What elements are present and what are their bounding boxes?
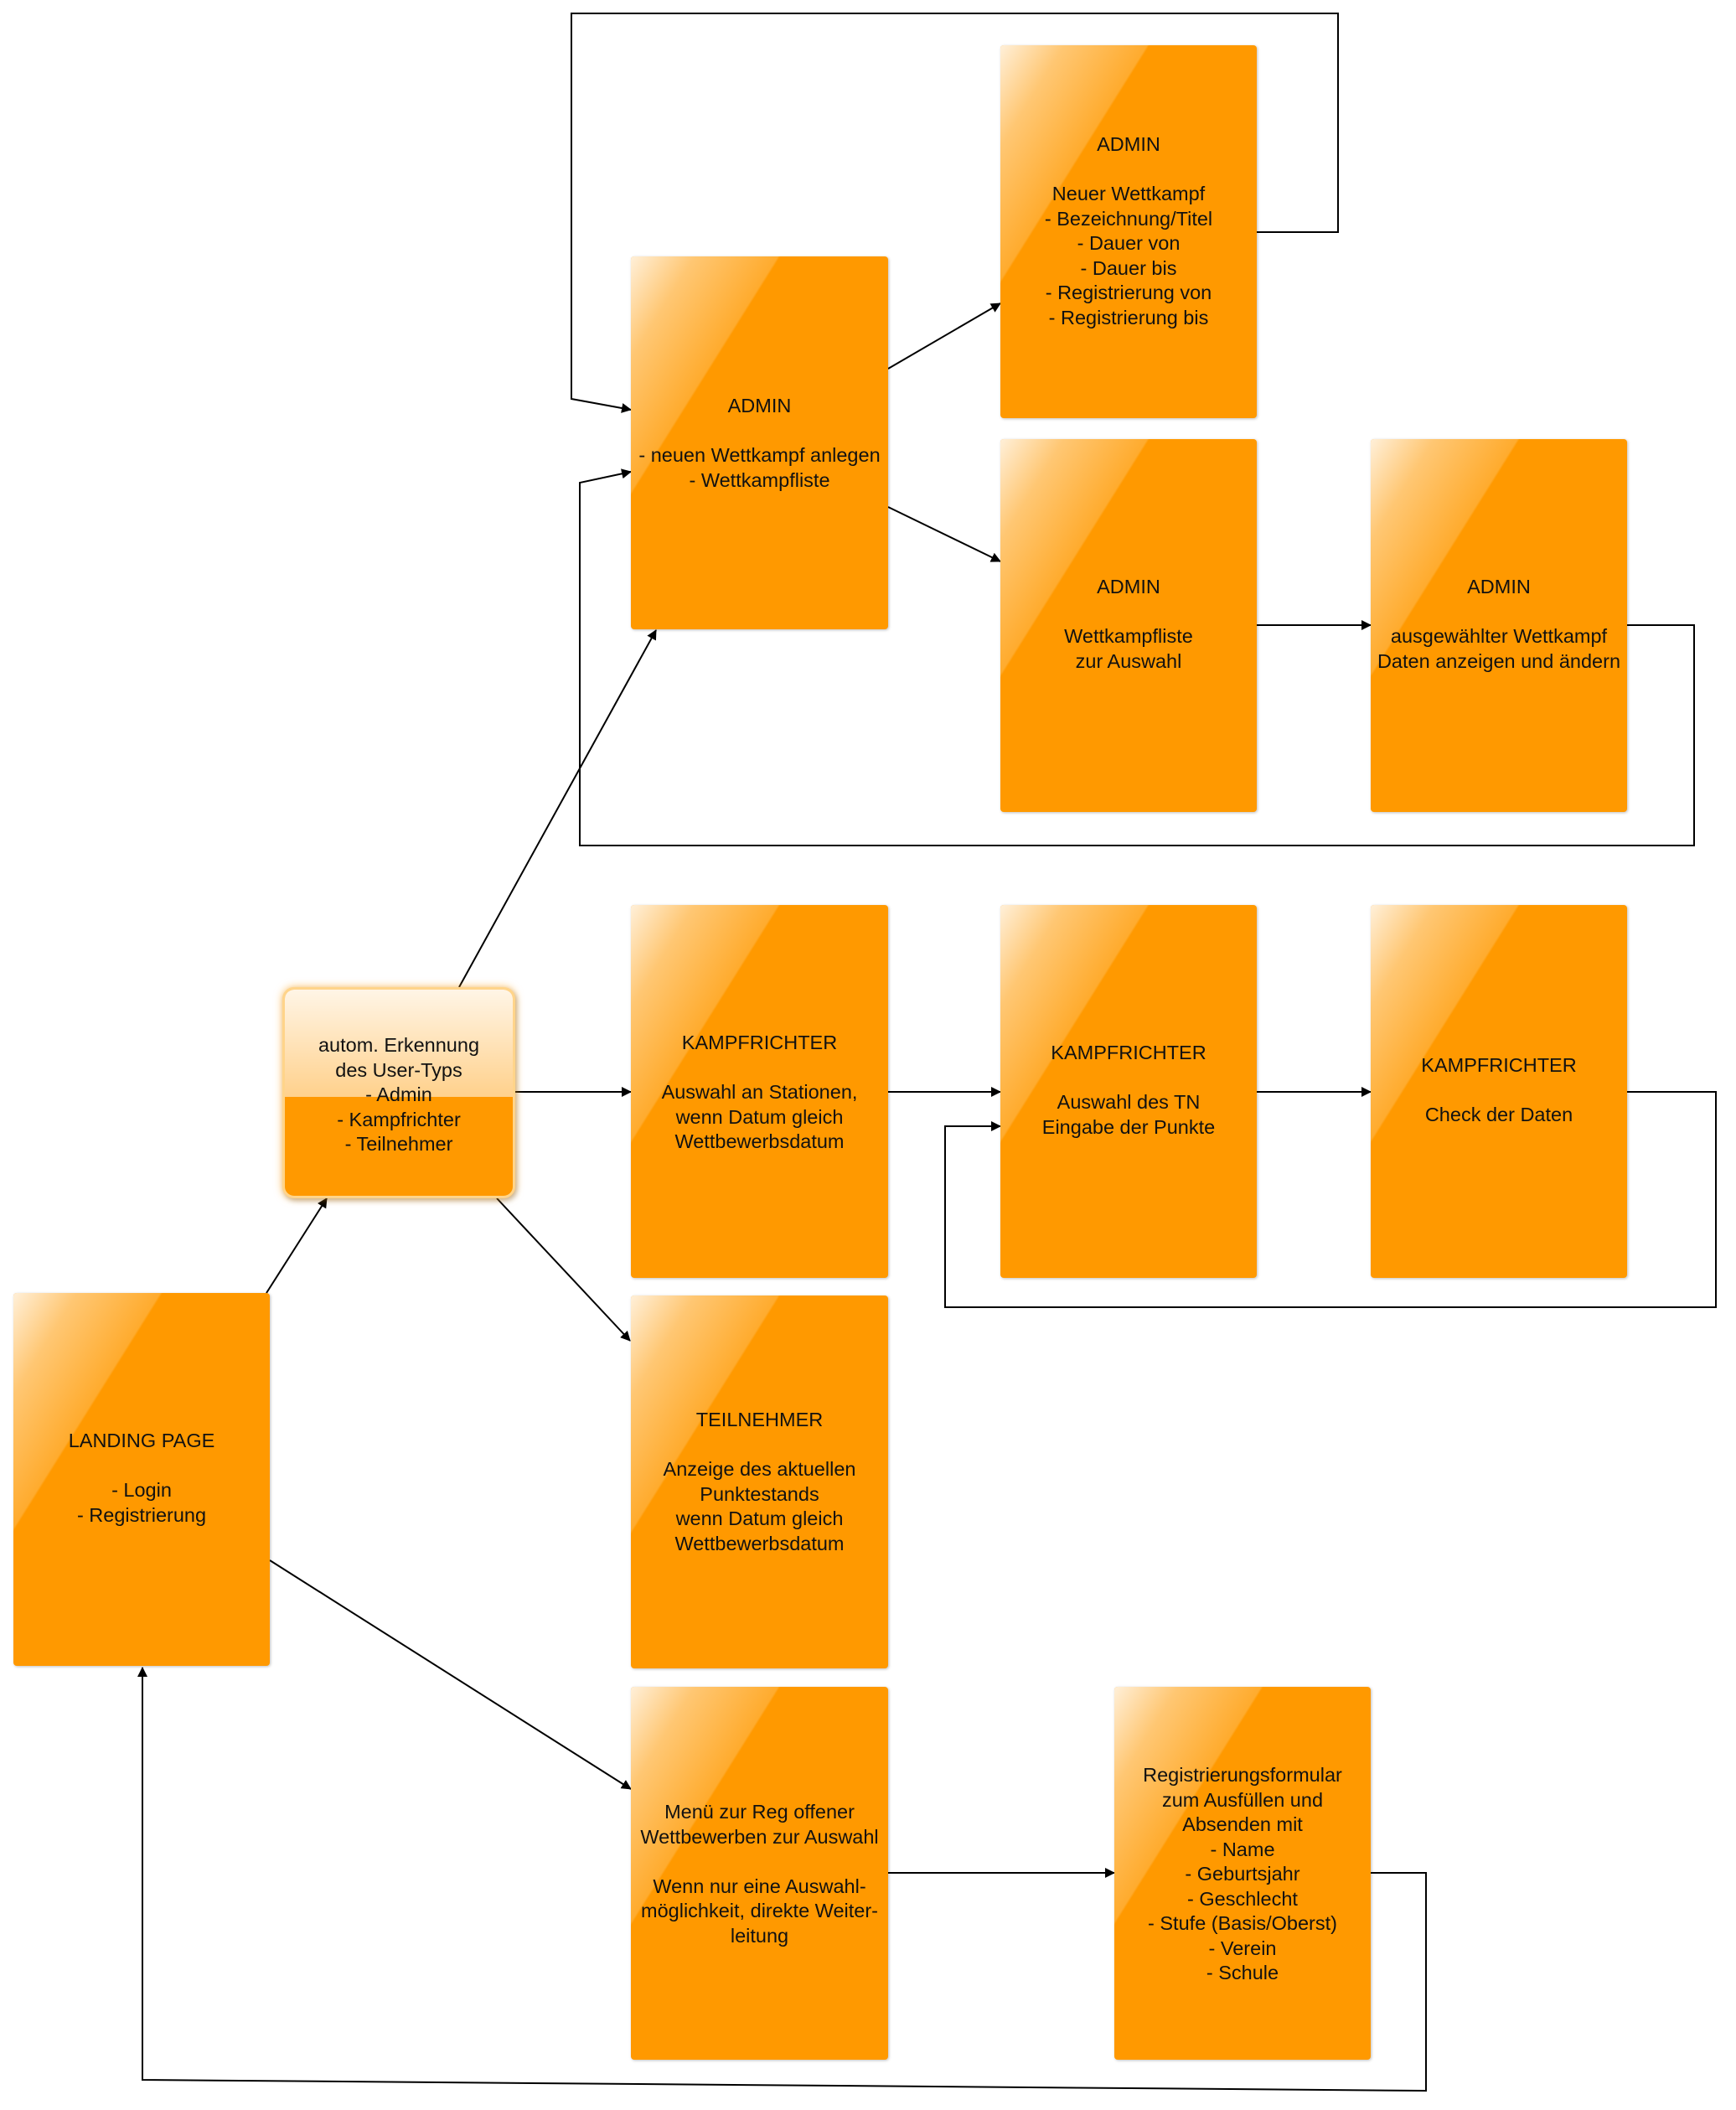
- arrow-detect-to-teilnehmer: [496, 1197, 631, 1342]
- admin-main-node: ADMIN - neuen Wettkampf anlegen - Wettka…: [631, 256, 888, 629]
- arrow-detect-to-admin: [458, 629, 657, 988]
- arrow-check-loop-to-tn: [944, 1091, 1717, 1308]
- teilnehmer-node: TEILNEHMER Anzeige des aktuellen Punktes…: [631, 1295, 888, 1668]
- admin-competition-detail-node: ADMIN ausgewählter Wettkampf Daten anzei…: [1371, 439, 1627, 812]
- landing-page-node: LANDING PAGE - Login - Registrierung: [13, 1293, 270, 1666]
- kampfrichter-station-text: KAMPFRICHTER Auswahl an Stationen, wenn …: [661, 1032, 858, 1152]
- arrow-landing-to-detect: [266, 1197, 328, 1294]
- arrow-new-loop-to-admin: [571, 13, 1339, 413]
- registration-menu-text: Menü zur Reg offener Wettbewerben zur Au…: [640, 1801, 879, 1947]
- admin-competition-detail-text: ADMIN ausgewählter Wettkampf Daten anzei…: [1377, 576, 1621, 672]
- kampfrichter-station-node: KAMPFRICHTER Auswahl an Stationen, wenn …: [631, 905, 888, 1278]
- registration-form-text: Registrierungsformular zum Ausfüllen und…: [1143, 1764, 1342, 1983]
- landing-page-text: LANDING PAGE - Login - Registrierung: [68, 1430, 215, 1526]
- user-type-detection-text: autom. Erkennung des User-Typs - Admin -…: [318, 1034, 480, 1155]
- admin-new-competition-node: ADMIN Neuer Wettkampf - Bezeichnung/Tite…: [1000, 45, 1257, 418]
- arrow-detail-loop-to-admin: [579, 468, 1695, 846]
- arrow-admin-to-list: [887, 506, 1001, 562]
- arrow-form-loop-to-landing: [137, 1667, 1427, 2092]
- kampfrichter-check-node: KAMPFRICHTER Check der Daten: [1371, 905, 1627, 1278]
- kampfrichter-participant-node: KAMPFRICHTER Auswahl des TN Eingabe der …: [1000, 905, 1257, 1278]
- teilnehmer-text: TEILNEHMER Anzeige des aktuellen Punktes…: [663, 1409, 856, 1554]
- kampfrichter-check-text: KAMPFRICHTER Check der Daten: [1421, 1054, 1577, 1125]
- admin-new-competition-text: ADMIN Neuer Wettkampf - Bezeichnung/Tite…: [1044, 133, 1213, 328]
- user-type-detection-node: autom. Erkennung des User-Typs - Admin -…: [282, 987, 515, 1198]
- registration-menu-node: Menü zur Reg offener Wettbewerben zur Au…: [631, 1687, 888, 2060]
- kampfrichter-participant-text: KAMPFRICHTER Auswahl des TN Eingabe der …: [1041, 1042, 1216, 1138]
- admin-competition-list-node: ADMIN Wettkampfliste zur Auswahl: [1000, 439, 1257, 812]
- arrow-landing-to-reg-menu: [269, 1559, 632, 1790]
- admin-main-text: ADMIN - neuen Wettkampf anlegen - Wettka…: [638, 395, 881, 491]
- registration-form-node: Registrierungsformular zum Ausfüllen und…: [1114, 1687, 1371, 2060]
- arrow-admin-to-new: [887, 303, 1001, 370]
- admin-competition-list-text: ADMIN Wettkampfliste zur Auswahl: [1064, 576, 1193, 672]
